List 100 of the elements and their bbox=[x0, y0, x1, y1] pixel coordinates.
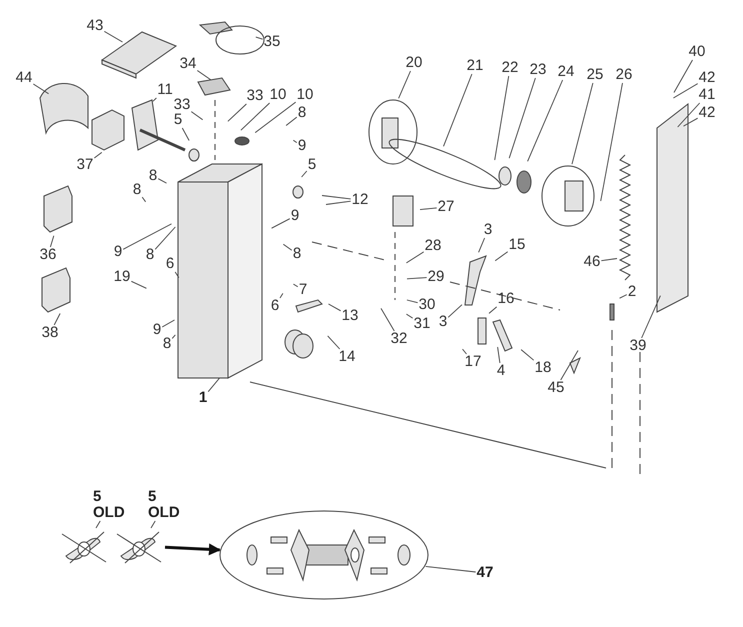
callout-number: 25 bbox=[586, 67, 604, 83]
callout-number: 9 bbox=[152, 322, 162, 338]
leader-line bbox=[327, 335, 340, 350]
callout-number: 42 bbox=[698, 105, 716, 121]
leader-line bbox=[420, 207, 438, 210]
callout-number: 23 bbox=[528, 62, 548, 78]
leader-line bbox=[32, 84, 50, 94]
callout-number: 10 bbox=[296, 87, 314, 103]
callout-number: 24 bbox=[556, 64, 576, 80]
callout-number: 11 bbox=[156, 82, 174, 98]
leader-line bbox=[50, 235, 54, 248]
callout-number: 42 bbox=[698, 70, 716, 86]
leader-line bbox=[190, 111, 204, 120]
leader-line bbox=[674, 60, 693, 93]
callout-number: 26 bbox=[614, 67, 634, 83]
leader-line bbox=[425, 566, 476, 572]
callout-number: 1 bbox=[198, 390, 208, 406]
leader-line bbox=[292, 140, 298, 144]
leader-line bbox=[196, 70, 212, 80]
leader-line bbox=[174, 272, 180, 278]
callout-number: 39 bbox=[628, 338, 648, 354]
leader-line bbox=[154, 226, 176, 250]
callout-number: 31 bbox=[412, 316, 432, 332]
leader-line bbox=[254, 102, 296, 134]
leader-line bbox=[600, 82, 623, 202]
callout-label: 5 OLD bbox=[147, 489, 183, 521]
callout-number: 9 bbox=[290, 208, 300, 224]
leader-line bbox=[683, 118, 698, 127]
leader-line bbox=[494, 251, 508, 262]
callout-number: 8 bbox=[292, 246, 302, 262]
callout-number: 8 bbox=[162, 336, 172, 352]
callout-number: 5 bbox=[172, 112, 184, 128]
callout-number: 37 bbox=[76, 157, 94, 173]
callout-number: 46 bbox=[582, 254, 602, 270]
leader-line bbox=[478, 238, 486, 253]
callout-number: 9 bbox=[112, 244, 124, 260]
leader-line bbox=[641, 295, 661, 338]
leader-line bbox=[240, 102, 270, 131]
callout-number: 9 bbox=[296, 138, 308, 154]
callout-number: 20 bbox=[404, 55, 424, 71]
leader-line bbox=[172, 334, 176, 339]
callout-number: 6 bbox=[164, 256, 176, 272]
leader-line bbox=[182, 128, 190, 141]
leader-line bbox=[130, 280, 147, 289]
callout-number: 36 bbox=[38, 247, 58, 263]
callout-number: 30 bbox=[418, 297, 436, 313]
callout-number: 40 bbox=[688, 44, 706, 60]
callout-number: 13 bbox=[340, 308, 360, 324]
leader-line bbox=[227, 104, 247, 122]
leader-line bbox=[443, 74, 472, 147]
callout-number: 3 bbox=[482, 222, 494, 238]
callout-number: 21 bbox=[466, 58, 484, 74]
leader-line bbox=[600, 258, 618, 262]
leader-line bbox=[560, 350, 578, 380]
leader-line bbox=[497, 346, 500, 364]
leader-line bbox=[158, 178, 167, 184]
callout-number: 15 bbox=[508, 237, 526, 253]
callout-number: 8 bbox=[132, 182, 142, 198]
callout-number: 2 bbox=[626, 284, 638, 300]
leader-line bbox=[488, 306, 498, 314]
callout-number: 14 bbox=[338, 349, 356, 365]
leader-line bbox=[328, 304, 342, 312]
leader-line bbox=[672, 83, 698, 98]
leader-line bbox=[406, 251, 424, 264]
leader-line bbox=[301, 170, 308, 178]
leader-line bbox=[406, 277, 428, 280]
leader-line bbox=[380, 308, 395, 332]
leader-line bbox=[282, 244, 292, 251]
flange-kit-drawing bbox=[219, 510, 429, 600]
callout-number: 45 bbox=[546, 380, 566, 396]
leader-line bbox=[406, 314, 414, 319]
callout-label: 47 bbox=[476, 565, 494, 581]
callout-number: 3 bbox=[438, 314, 448, 330]
callout-number: 38 bbox=[40, 325, 60, 341]
leader-line bbox=[619, 294, 628, 299]
leader-line bbox=[255, 36, 264, 40]
leader-line bbox=[94, 152, 102, 158]
leader-line bbox=[448, 304, 462, 318]
callout-number: 33 bbox=[172, 97, 192, 113]
leader-line bbox=[462, 348, 467, 354]
leader-line bbox=[677, 102, 700, 128]
leader-line bbox=[494, 76, 510, 161]
callout-number: 29 bbox=[426, 269, 446, 285]
leader-line bbox=[96, 520, 101, 528]
callout-label: 5 OLD bbox=[92, 489, 128, 521]
callout-number: 41 bbox=[698, 87, 716, 103]
leader-line bbox=[150, 520, 156, 528]
callout-number: 18 bbox=[534, 360, 552, 376]
leader-line bbox=[572, 82, 594, 165]
leader-line bbox=[162, 320, 175, 328]
leader-line bbox=[280, 292, 284, 298]
callout-number: 19 bbox=[112, 269, 132, 285]
callout-number: 8 bbox=[144, 247, 156, 263]
callout-number: 28 bbox=[424, 238, 442, 254]
callout-number: 17 bbox=[464, 354, 482, 370]
callout-number: 22 bbox=[500, 60, 520, 76]
callout-number: 44 bbox=[14, 70, 34, 86]
leader-line bbox=[520, 349, 534, 361]
callout-number: 8 bbox=[148, 168, 158, 184]
callout-number: 33 bbox=[246, 88, 264, 104]
